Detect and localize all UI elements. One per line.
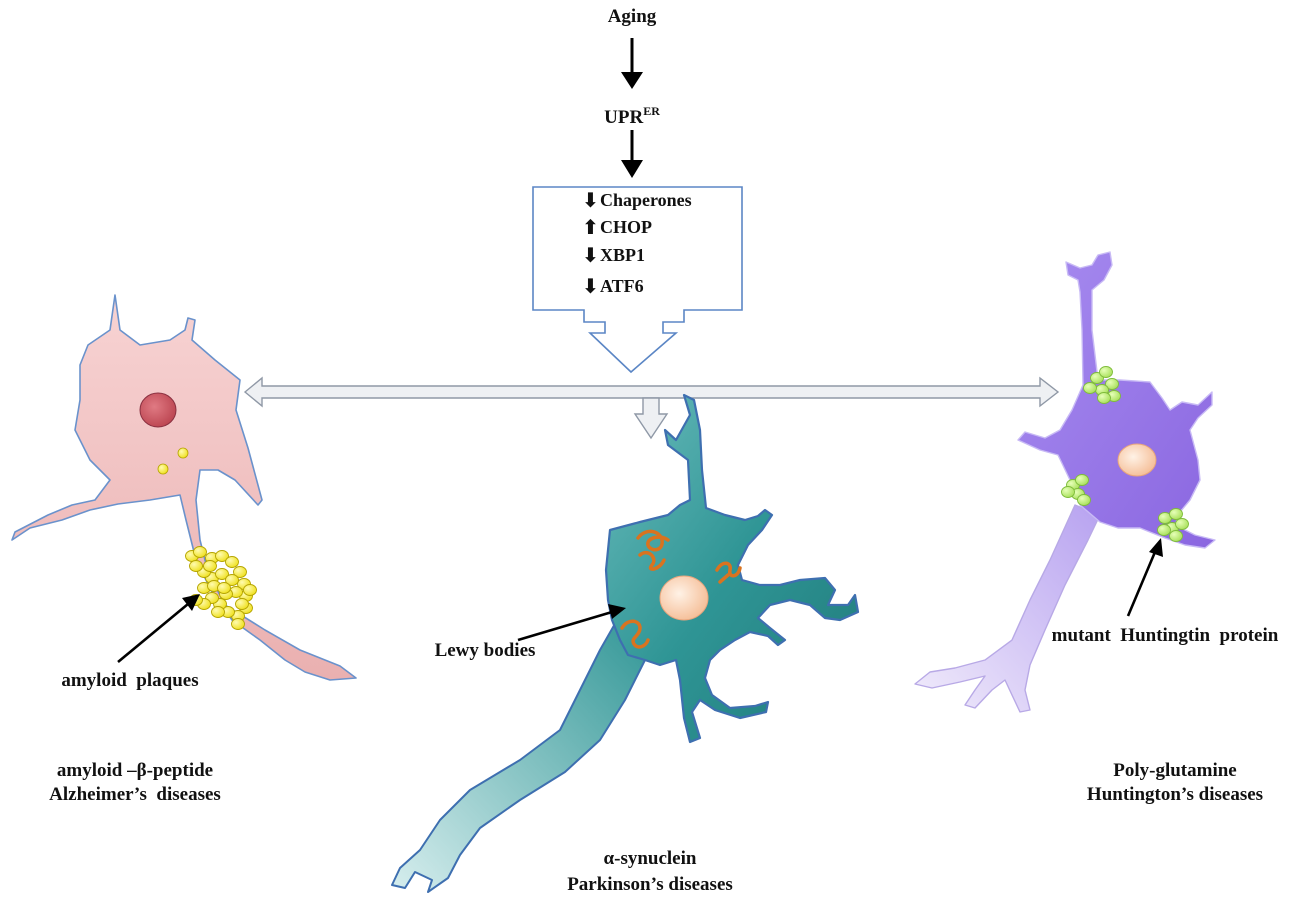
alzheimer-neuron [11,294,357,681]
upr-label-superscript: ER [643,104,660,118]
alzheimer-neuron-body [11,294,357,681]
alzheimer-cytoplasm-beads [157,447,189,475]
amyloid-plaques-cluster [185,546,257,630]
parkinson-protein-label: α-synuclein [603,848,697,869]
aggregate-bead [193,546,207,558]
down-arrow-icon: ⬇ [582,188,599,212]
aggregate-bead [1099,366,1113,378]
alzheimer-protein-label: amyloid –β-peptide [56,760,214,781]
double-headed-arrow [243,376,1060,408]
effects-callout-box [532,186,743,374]
huntington-nucleus [1117,443,1157,477]
effect-xbp1: ⬇XBP1 [582,244,645,266]
aggregate-bead [1061,486,1075,498]
up-arrow-icon: ⬆ [582,215,599,239]
aggregate-bead [215,550,229,562]
lewy-bodies [620,529,742,649]
huntingtin-label: mutant Huntingtin protein [1051,625,1279,646]
huntington-axon [914,504,1101,713]
aggregate-bead [225,556,239,568]
parkinson-neuron [391,393,860,893]
effect-chaperones: ⬇Chaperones [582,189,692,211]
aggregate-bead [1083,382,1097,394]
down-arrow-icon: ⬇ [582,243,599,267]
effect-label: ATF6 [600,276,644,296]
aggregate-bead [211,606,225,618]
aging-label: Aging [607,6,657,27]
huntingtin-arrow [1126,538,1163,617]
huntingtin-aggregates [1061,366,1189,542]
effect-label: CHOP [600,217,652,237]
parkinson-disease-label: Parkinson’s diseases [567,874,733,895]
upr-er-label: UPRER [572,98,692,131]
huntington-protein-label: Poly-glutamine [1113,760,1237,781]
effect-label: Chaperones [600,190,692,210]
aggregate-bead [243,584,257,596]
lewy-bodies-arrow [517,604,626,642]
amyloid-plaques-arrow [117,594,200,664]
upr-label-base: UPR [604,107,644,128]
aggregate-bead [1097,392,1111,404]
huntington-neuron [914,251,1216,713]
aggregate-bead [1157,524,1171,536]
aggregate-bead [235,598,249,610]
effect-chop: ⬆CHOP [582,216,652,238]
aggregate-bead [233,566,247,578]
down-arrow-icon: ⬇ [582,274,599,298]
aggregate-bead [1077,494,1091,506]
aggregate-bead [1105,378,1119,390]
alzheimer-disease-label: Alzheimer’s diseases [49,784,221,805]
alzheimer-nucleus [139,392,177,428]
amyloid-plaques-label: amyloid plaques [61,670,199,691]
effect-label: XBP1 [600,245,645,265]
aggregate-bead [215,568,229,580]
parkinson-nucleus [659,575,709,621]
aggregate-bead [231,618,245,630]
aggregate-bead [1169,530,1183,542]
aggregate-bead [189,560,203,572]
effect-atf6: ⬇ATF6 [582,275,644,297]
parkinson-axon [391,614,651,893]
upr-to-effects-arrow [621,130,643,178]
lewy-bodies-label: Lewy bodies [434,640,536,661]
aging-to-upr-arrow [621,38,643,89]
aggregate-bead [225,574,239,586]
huntington-disease-label: Huntington’s diseases [1086,784,1264,805]
aggregate-bead [1075,474,1089,486]
aggregate-bead [1169,508,1183,520]
center-down-arrow [633,397,669,440]
aggregate-bead [203,560,217,572]
aggregate-bead [217,582,231,594]
aggregate-bead [1175,518,1189,530]
